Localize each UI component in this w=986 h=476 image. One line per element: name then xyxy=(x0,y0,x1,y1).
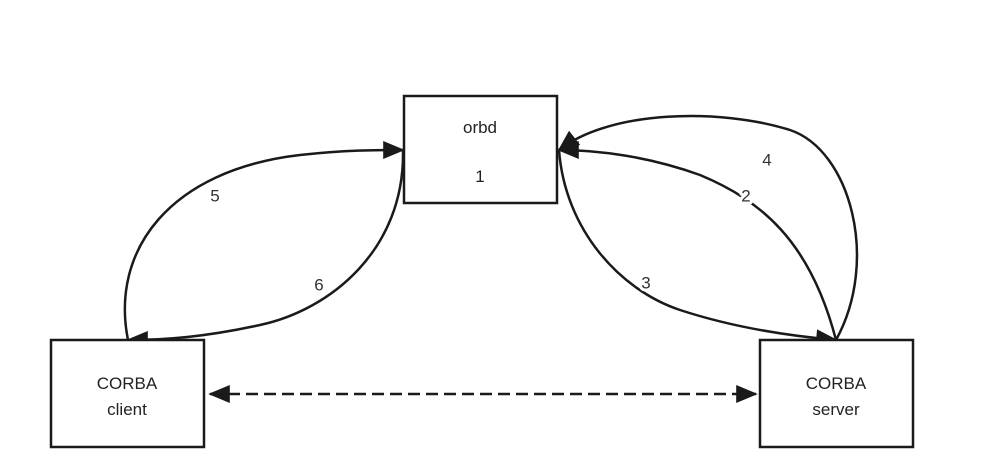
node-corba-server[interactable]: CORBA server xyxy=(758,338,915,449)
edge-label-5: 5 xyxy=(210,187,219,206)
node-orbd-number: 1 xyxy=(475,167,484,186)
edge-label-3: 3 xyxy=(641,274,650,293)
edge-label-2: 2 xyxy=(741,187,750,206)
node-client-line2: client xyxy=(107,400,147,419)
edge-label-6: 6 xyxy=(314,276,323,295)
edge-label-4: 4 xyxy=(762,151,771,170)
edge-3 xyxy=(557,149,838,348)
node-server-line1: CORBA xyxy=(806,374,867,393)
node-corba-client[interactable]: CORBA client xyxy=(49,338,206,449)
edge-2 xyxy=(557,141,838,341)
edge-4 xyxy=(557,114,859,341)
edge-6 xyxy=(126,149,405,349)
node-orbd-title: orbd xyxy=(463,118,497,137)
edge-5 xyxy=(123,141,405,341)
node-orbd[interactable]: orbd 1 xyxy=(402,94,559,205)
node-server-line2: server xyxy=(812,400,860,419)
node-client-line1: CORBA xyxy=(97,374,158,393)
